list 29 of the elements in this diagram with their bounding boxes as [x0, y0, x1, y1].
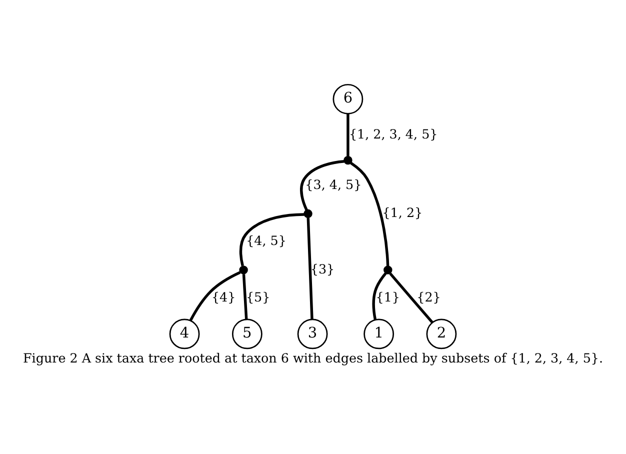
- connector: [300, 160, 344, 211]
- connector: [389, 272, 434, 324]
- caption: Figure 2 A six taxa tree rooted at taxon 6 with edges labelled by subsets of {1, 2, 3, 4, 5}.: [22, 350, 604, 366]
- connector: [306, 218, 314, 320]
- connector: [372, 272, 387, 320]
- edge-label: {4}: [211, 289, 236, 304]
- edge-label: {1, 2, 3, 4, 5}: [348, 126, 438, 142]
- connector: [239, 213, 304, 266]
- edge-label: {2}: [416, 289, 441, 304]
- edge-label: {5}: [246, 289, 270, 304]
- node-circle: 4: [169, 318, 200, 350]
- node-dot: [239, 266, 248, 274]
- connector: [242, 274, 248, 320]
- connector: [350, 162, 390, 266]
- edge-label: {1, 2}: [382, 205, 423, 220]
- connector: [346, 114, 350, 156]
- connector: [189, 271, 241, 321]
- edge-label: {1}: [376, 289, 400, 304]
- node-dot: [344, 156, 352, 165]
- node-circle: 5: [232, 318, 262, 350]
- node-dot: [304, 209, 312, 218]
- node-circle: 6: [332, 84, 364, 114]
- node-circle: 3: [297, 318, 328, 350]
- edge-label: {3}: [310, 261, 335, 276]
- edge-label: {4, 5}: [246, 233, 286, 248]
- edge-label: {3, 4, 5}: [305, 176, 362, 192]
- node-circle: 1: [364, 318, 394, 350]
- node-circle: 2: [426, 318, 457, 350]
- node-dot: [384, 266, 392, 274]
